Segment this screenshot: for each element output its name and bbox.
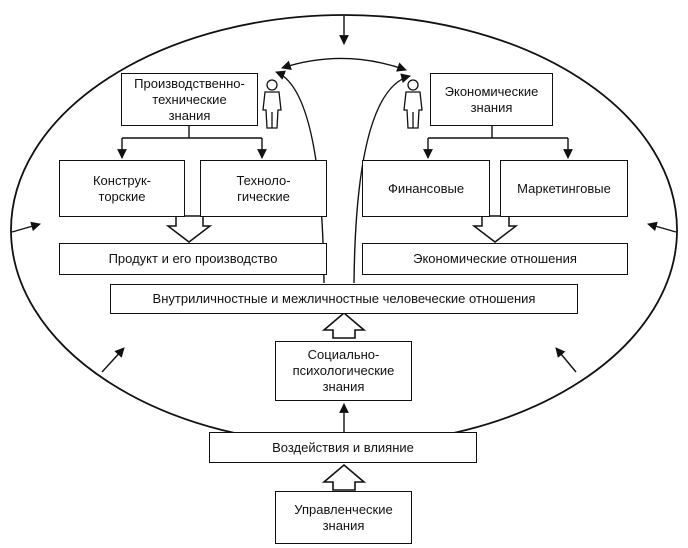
up-arrow-mgmt [321, 463, 367, 491]
arrow-in-left [11, 221, 41, 233]
left-branch-connector [117, 125, 267, 159]
node-prod-tech-knowledge: Производственно- технические знания [121, 73, 258, 126]
node-econ-knowledge: Экономические знания [430, 73, 553, 126]
arrow-in-right [647, 221, 677, 233]
right-branch-connector [423, 125, 573, 159]
node-market: Маркетинговые [500, 160, 628, 217]
node-konstr: Конструк- торские [59, 160, 185, 217]
merge-arrow-left [165, 215, 213, 243]
node-tehno: Техноло- гические [200, 160, 327, 217]
person-icon-left [262, 79, 282, 129]
exchange-arc [281, 57, 407, 72]
node-econ-relations: Экономические отношения [362, 243, 628, 275]
node-social-knowledge: Социально- психологические знания [275, 341, 412, 401]
node-influence: Воздействия и влияние [209, 432, 477, 463]
arrow-in-bottom-left [101, 347, 125, 373]
arc-to-left-figure [275, 70, 325, 284]
person-icon-right [403, 79, 423, 129]
node-human-relations: Внутриличностные и межличностные человеч… [110, 284, 578, 314]
arrow-in-bottom-right [555, 347, 577, 373]
node-mgmt-knowledge: Управленческие знания [275, 491, 412, 544]
node-product: Продукт и его производство [59, 243, 327, 275]
merge-arrow-right [471, 215, 519, 243]
up-arrow-social [321, 311, 367, 339]
arc-to-right-figure [353, 73, 411, 284]
node-fin: Финансовые [362, 160, 490, 217]
